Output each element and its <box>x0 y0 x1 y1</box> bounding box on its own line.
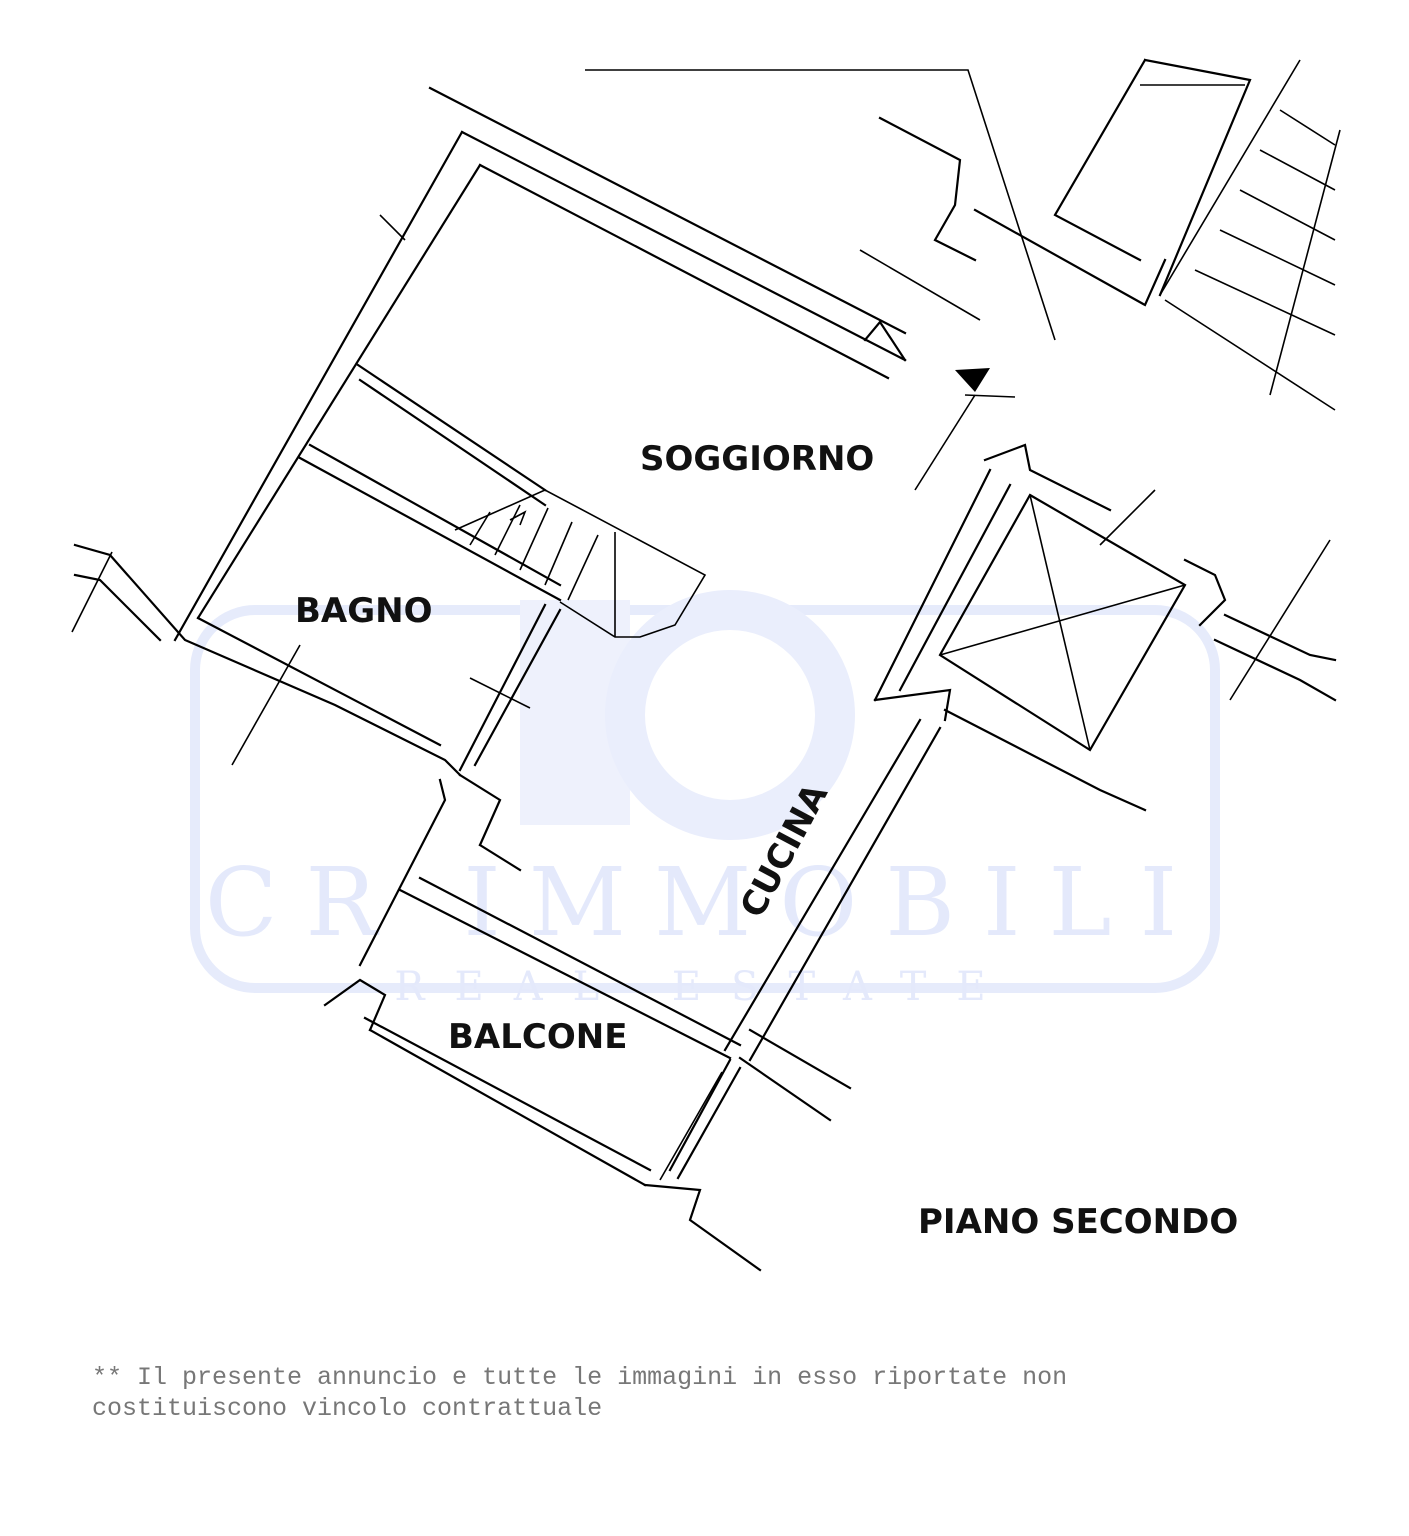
watermark-tagline: REAL ESTATE <box>394 964 1015 1010</box>
room-label-soggiorno: SOGGIORNO <box>640 439 874 479</box>
internal-staircase <box>454 489 707 638</box>
floor-label: PIANO SECONDO <box>918 1202 1238 1242</box>
outer-walls <box>71 58 1341 1272</box>
watermark: CR IMMOBILI REAL ESTATE <box>190 590 1220 1010</box>
disclaimer: ** Il presente annuncio e tutte le immag… <box>92 1362 1292 1424</box>
room-label-bagno: BAGNO <box>295 591 433 631</box>
leader-line <box>585 69 1056 341</box>
watermark-name: CR IMMOBILI <box>205 848 1205 958</box>
room-label-balcone: BALCONE <box>448 1017 627 1057</box>
disclaimer-line-2: costituiscono vincolo contrattuale <box>92 1394 603 1423</box>
entrance-arrow-icon <box>955 368 1016 398</box>
disclaimer-line-1: ** Il presente annuncio e tutte le immag… <box>92 1363 1068 1392</box>
